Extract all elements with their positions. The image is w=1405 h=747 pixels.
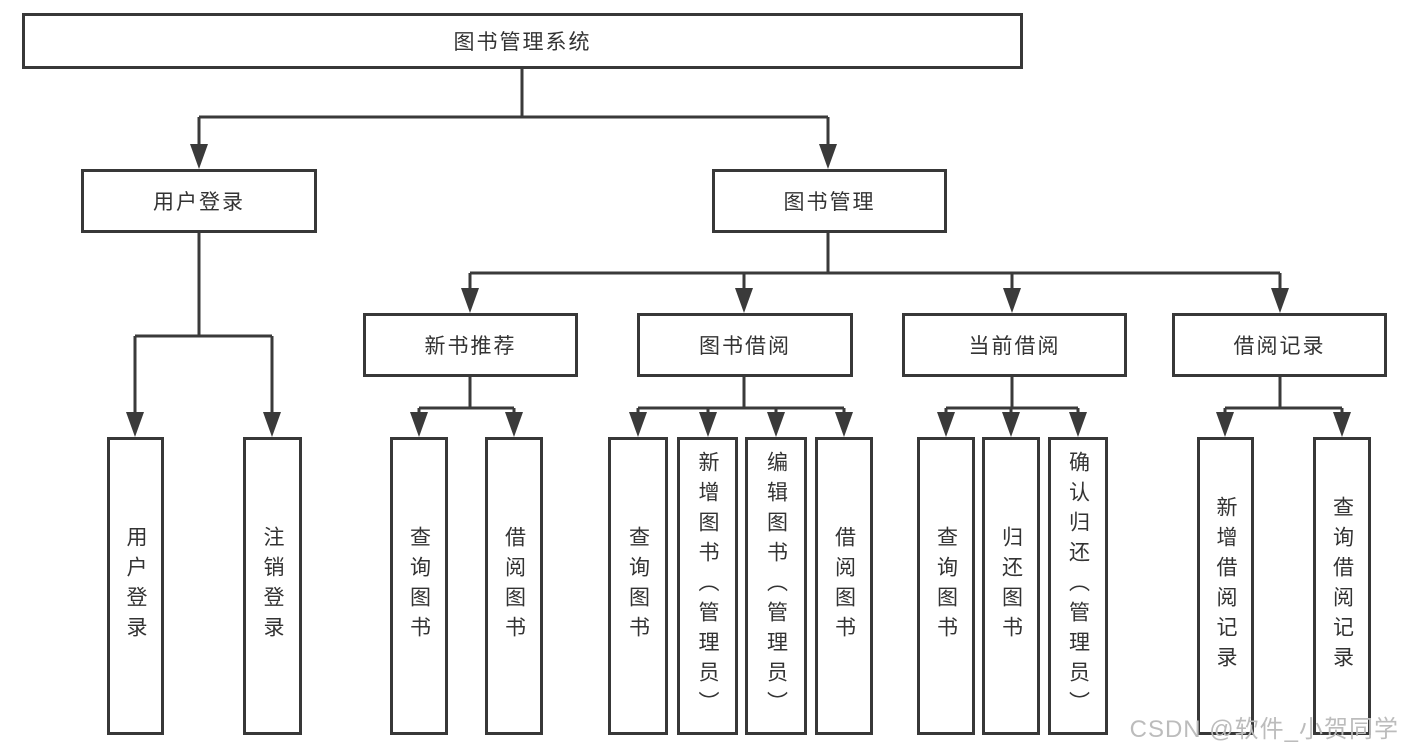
node-label: 查询图书	[934, 526, 958, 646]
node-label: 新书推荐	[424, 335, 517, 358]
leaf-query-books: 查询图书	[917, 437, 975, 735]
node-label: 归还图书	[999, 526, 1023, 646]
node-label: 借阅图书	[832, 526, 856, 646]
node-label: 确认归还（管理员）	[1066, 451, 1090, 721]
csdn-watermark: CSDN @软件_小贺同学	[1129, 716, 1399, 743]
node-label: 图书借阅	[699, 335, 791, 358]
leaf-return-books: 归还图书	[982, 437, 1040, 735]
node-current-borrowing: 当前借阅	[902, 313, 1127, 377]
node-label: 新增图书（管理员）	[696, 451, 719, 721]
node-label: 新增借阅记录	[1214, 496, 1237, 676]
node-label: 查询借阅记录	[1330, 496, 1354, 676]
node-label: 当前借阅	[968, 335, 1061, 358]
node-label: 借阅记录	[1233, 335, 1326, 358]
leaf-edit-books-admin: 编辑图书（管理员）	[745, 437, 807, 735]
leaf-user-login: 用户登录	[107, 437, 164, 735]
leaf-borrow-books: 借阅图书	[485, 437, 543, 735]
arrowheads	[126, 144, 1351, 437]
leaf-add-borrow-record: 新增借阅记录	[1197, 437, 1254, 735]
node-label: 查询图书	[407, 526, 431, 646]
node-label: 注销登录	[261, 526, 284, 646]
leaf-confirm-return-admin: 确认归还（管理员）	[1048, 437, 1108, 735]
node-library-management-system: 图书管理系统	[22, 13, 1023, 69]
node-label: 图书管理系统	[453, 31, 592, 54]
node-label: 查询图书	[626, 526, 650, 646]
leaf-query-borrow-record: 查询借阅记录	[1313, 437, 1371, 735]
leaf-query-books: 查询图书	[390, 437, 448, 735]
node-borrowing-records: 借阅记录	[1172, 313, 1387, 377]
node-book-management: 图书管理	[712, 169, 947, 233]
node-label: 用户登录	[153, 191, 245, 214]
node-user-login: 用户登录	[81, 169, 317, 233]
node-label: 编辑图书（管理员）	[764, 451, 788, 721]
leaf-add-books-admin: 新增图书（管理员）	[677, 437, 738, 735]
node-book-borrowing: 图书借阅	[637, 313, 853, 377]
node-label: 用户登录	[124, 526, 147, 646]
node-label: 图书管理	[783, 191, 876, 214]
leaf-query-books: 查询图书	[608, 437, 668, 735]
node-label: 借阅图书	[502, 526, 526, 646]
leaf-borrow-books: 借阅图书	[815, 437, 873, 735]
leaf-logout: 注销登录	[243, 437, 302, 735]
node-new-book-recommend: 新书推荐	[363, 313, 578, 377]
